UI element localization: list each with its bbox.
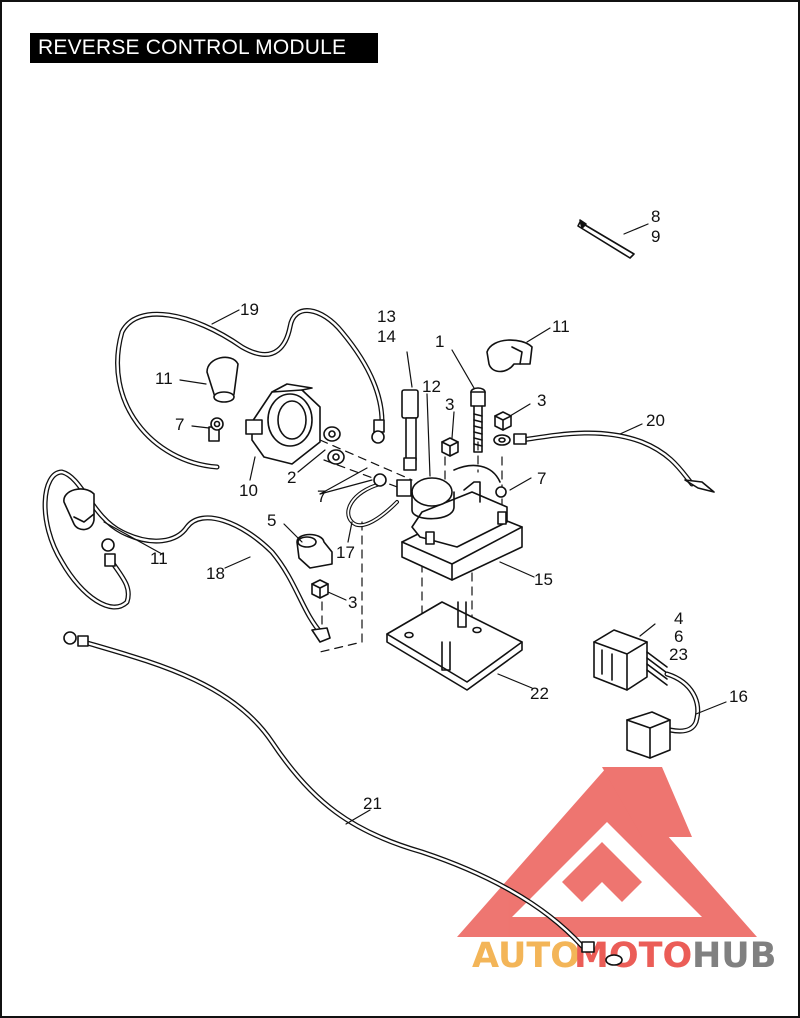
bolt-1 [470,387,486,453]
callout-23: 23 [669,645,688,664]
callout-13: 13 [377,307,396,326]
callout-20: 20 [646,411,665,430]
callout-4: 4 [674,609,683,628]
connector-13-14 [401,389,419,471]
callout-7-right: 7 [537,469,546,488]
callout-11-lower: 11 [150,549,168,568]
rubber-boot-11-left [206,356,239,403]
connector-4-6-23 [593,629,668,691]
rubber-boot-11-lower [63,488,95,531]
callout-12: 12 [422,377,441,396]
callout-3-right: 3 [537,391,546,410]
callout-9: 9 [651,227,660,246]
grommet-2-lower [327,449,345,465]
callout-7-left: 7 [175,415,184,434]
callout-16: 16 [729,687,748,706]
callout-22: 22 [530,684,549,703]
svg-text:HUB: HUB [692,936,776,976]
callout-18: 18 [206,564,225,583]
rubber-boot-11-right [486,339,533,373]
callout-7-center: 7 [317,487,326,506]
watermark-text: AUTO MOTO HUB [472,936,776,976]
cable-20-part [513,430,715,493]
wire-17-part [346,473,399,528]
leader-lines [103,223,727,825]
callout-21: 21 [363,794,382,813]
cable-21-part [63,631,623,966]
mounting-plate-22 [386,601,523,691]
wire-19-part [115,308,385,470]
relay-assembly-12-15 [396,464,523,581]
callout-8: 8 [651,207,660,226]
callout-1: 1 [435,332,444,351]
nut-3-lower [311,579,329,599]
callout-5: 5 [267,511,276,530]
callout-10: 10 [239,481,258,500]
svg-text:AUTO: AUTO [472,936,580,976]
callout-2: 2 [287,468,296,487]
harness-16 [626,671,701,759]
callout-3-lower: 3 [348,593,357,612]
callout-14: 14 [377,327,396,346]
washer-7-right [493,434,511,446]
nut-3-right [494,411,512,431]
page-title: REVERSE CONTROL MODULE [30,33,378,63]
grommet-2-upper [323,426,341,442]
nut-3-center [441,437,459,457]
callout-6: 6 [674,627,683,646]
callout-11-right: 11 [552,317,570,336]
callout-labels: 8 9 19 13 14 11 1 11 12 3 3 7 20 2 7 10 … [150,207,748,813]
watermark-logo-icon [457,767,757,937]
callout-11-left: 11 [155,369,173,388]
relay-bracket-10 [245,383,321,465]
callout-3-center: 3 [445,395,454,414]
callout-19: 19 [240,300,259,319]
callout-15: 15 [534,570,553,589]
callout-17: 17 [336,543,355,562]
cable-tie-part [577,219,635,259]
spacer-block-5 [296,533,333,569]
